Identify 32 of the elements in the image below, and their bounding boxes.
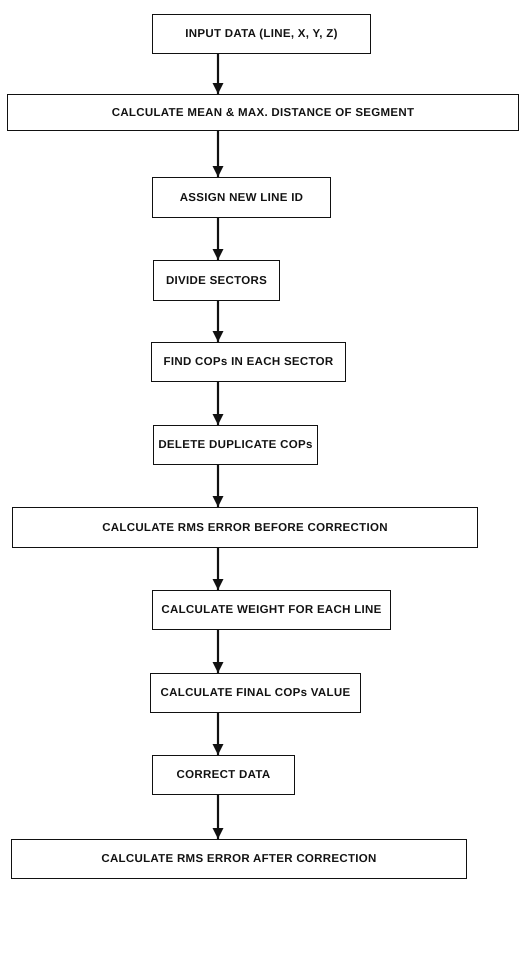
step-text: INPUT DATA (LINE, X, Y, Z) xyxy=(185,28,338,40)
process-box xyxy=(12,507,478,548)
arrow xyxy=(212,713,224,755)
arrow xyxy=(212,795,224,839)
step-text: DELETE DUPLICATE COPs xyxy=(158,439,313,451)
arrow xyxy=(212,301,224,342)
process-box xyxy=(152,177,331,218)
step-text: CORRECT DATA xyxy=(176,769,270,781)
process-box xyxy=(150,673,361,713)
step-text: DIVIDE SECTORS xyxy=(166,274,268,286)
step-text: ASSIGN NEW LINE ID xyxy=(180,192,304,204)
step-text: FIND COPs IN EACH SECTOR xyxy=(164,356,334,368)
arrow xyxy=(212,630,224,673)
arrow xyxy=(212,548,224,590)
process-box xyxy=(7,94,519,131)
process-box xyxy=(153,425,318,465)
step-text: CALCULATE RMS ERROR BEFORE CORRECTION xyxy=(102,522,388,534)
arrow xyxy=(212,131,224,177)
arrow xyxy=(212,218,224,260)
process-box xyxy=(152,14,371,54)
arrow xyxy=(212,382,224,425)
process-box xyxy=(11,839,467,879)
process-box xyxy=(152,755,295,795)
process-box xyxy=(152,590,391,630)
process-box xyxy=(151,342,346,382)
arrow xyxy=(212,465,224,507)
step-text: CALCULATE FINAL COPs VALUE xyxy=(160,687,350,699)
process-box xyxy=(153,260,280,301)
arrow xyxy=(212,54,224,94)
step-text: CALCULATE MEAN & MAX. DISTANCE OF SEGMENT xyxy=(112,106,414,118)
step-text: CALCULATE RMS ERROR AFTER CORRECTION xyxy=(101,853,377,865)
step-text: CALCULATE WEIGHT FOR EACH LINE xyxy=(161,604,382,616)
